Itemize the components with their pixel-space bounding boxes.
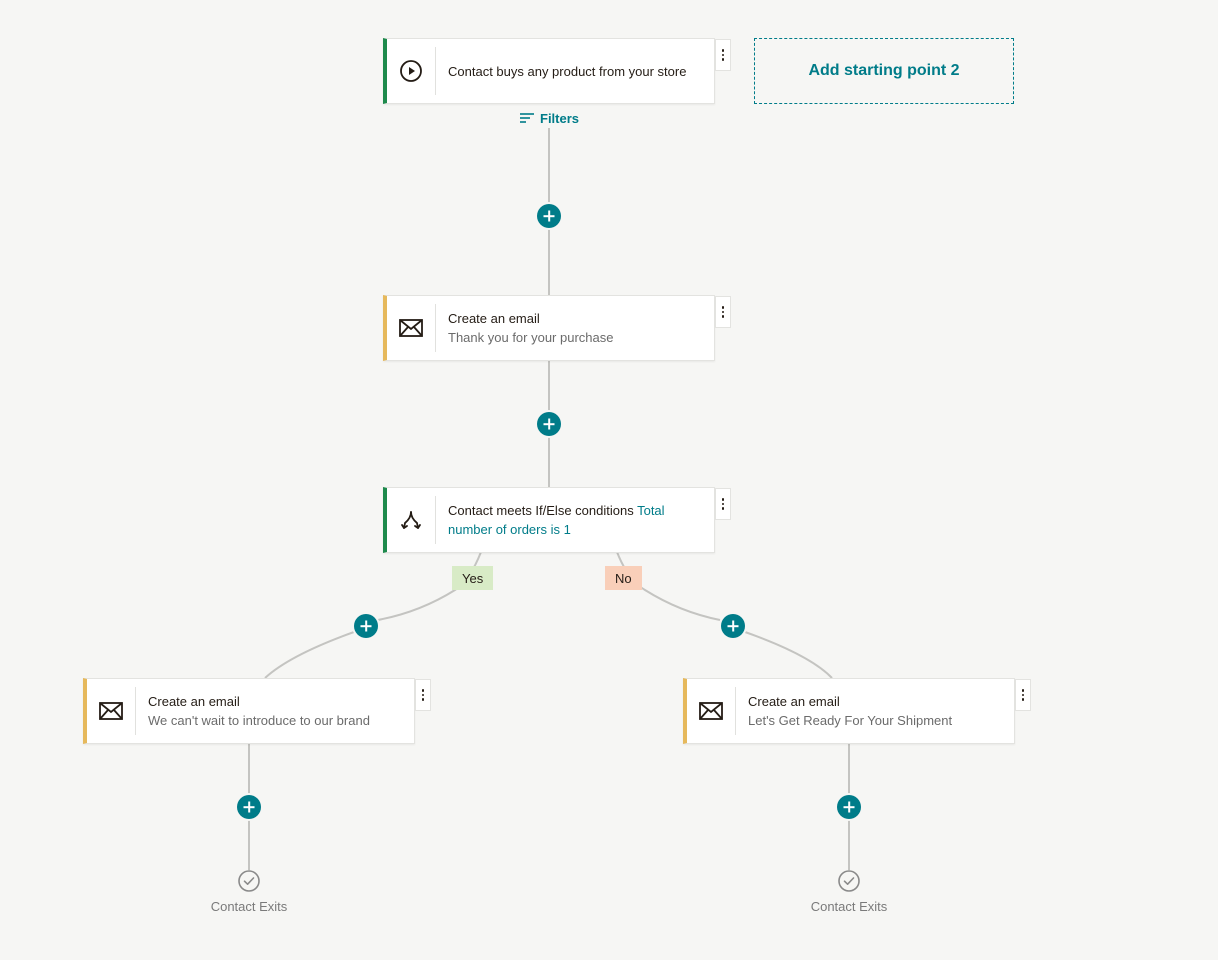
email-no-menu-button[interactable] (1015, 679, 1031, 711)
kebab-dot (721, 53, 725, 57)
trigger-menu-button[interactable] (715, 39, 731, 71)
add-step-yes-button[interactable] (354, 614, 378, 638)
envelope-icon (699, 702, 723, 720)
email-icon-wrap (387, 304, 436, 352)
email-card-no-branch[interactable]: Create an email Let's Get Ready For Your… (683, 678, 1015, 744)
kebab-dot (721, 58, 725, 61)
play-circle-icon (400, 60, 422, 82)
connector-no-to-email (744, 631, 833, 679)
email-subtitle: We can't wait to introduce to our brand (148, 713, 370, 728)
kebab-dot (721, 498, 725, 501)
no-branch-tag: No (605, 566, 642, 590)
exit-yes: Contact Exits (199, 869, 299, 914)
email-card-thank-you[interactable]: Create an email Thank you for your purch… (383, 295, 715, 361)
add-step-no-button[interactable] (721, 614, 745, 638)
condition-icon-wrap (387, 496, 436, 544)
email-menu-button[interactable] (715, 296, 731, 328)
condition-rule-link[interactable]: Total number of orders is 1 (448, 503, 665, 537)
filters-button[interactable]: Filters (520, 108, 579, 128)
email-icon-wrap (87, 687, 136, 735)
trigger-card[interactable]: Contact buys any product from your store (383, 38, 715, 104)
yes-branch-tag: Yes (452, 566, 494, 590)
connector-yes-to-email (264, 631, 355, 679)
envelope-icon (99, 702, 123, 720)
split-branch-icon (401, 511, 421, 529)
email-yes-menu-button[interactable] (415, 679, 431, 711)
email-icon-wrap (687, 687, 736, 735)
kebab-dot (421, 693, 425, 697)
add-step-button[interactable] (537, 204, 561, 228)
check-circle-icon (238, 870, 260, 892)
add-step-button[interactable] (537, 412, 561, 436)
kebab-dot (1021, 689, 1025, 692)
trigger-icon-wrap (387, 47, 436, 95)
kebab-dot (721, 507, 725, 510)
kebab-dot (421, 698, 425, 701)
exit-no: Contact Exits (799, 869, 899, 914)
add-step-no-bottom-button[interactable] (837, 795, 861, 819)
email-subtitle: Thank you for your purchase (448, 330, 614, 345)
kebab-dot (721, 315, 725, 318)
kebab-dot (721, 306, 725, 309)
trigger-title: Contact buys any product from your store (448, 63, 687, 79)
kebab-dot (721, 49, 725, 52)
envelope-icon (399, 319, 423, 337)
if-else-condition-card[interactable]: Contact meets If/Else conditions Total n… (383, 487, 715, 553)
kebab-dot (721, 310, 725, 314)
kebab-dot (1021, 698, 1025, 701)
add-starting-point-button[interactable]: Add starting point 2 (754, 38, 1014, 104)
email-title: Create an email (748, 694, 840, 709)
kebab-dot (721, 502, 725, 506)
email-card-yes-branch[interactable]: Create an email We can't wait to introdu… (83, 678, 415, 744)
condition-menu-button[interactable] (715, 488, 731, 520)
check-circle-icon (838, 870, 860, 892)
condition-title: Contact meets If/Else conditions Total n… (448, 501, 706, 539)
email-title: Create an email (148, 694, 240, 709)
kebab-dot (1021, 693, 1025, 697)
kebab-dot (421, 689, 425, 692)
filter-lines-icon (520, 113, 534, 123)
condition-title-prefix: Contact meets If/Else conditions (448, 503, 634, 518)
filters-label: Filters (540, 110, 580, 126)
exit-label: Contact Exits (810, 899, 888, 914)
email-title: Create an email (448, 311, 540, 326)
email-subtitle: Let's Get Ready For Your Shipment (748, 713, 953, 728)
exit-label: Contact Exits (210, 899, 288, 914)
add-step-yes-bottom-button[interactable] (237, 795, 261, 819)
